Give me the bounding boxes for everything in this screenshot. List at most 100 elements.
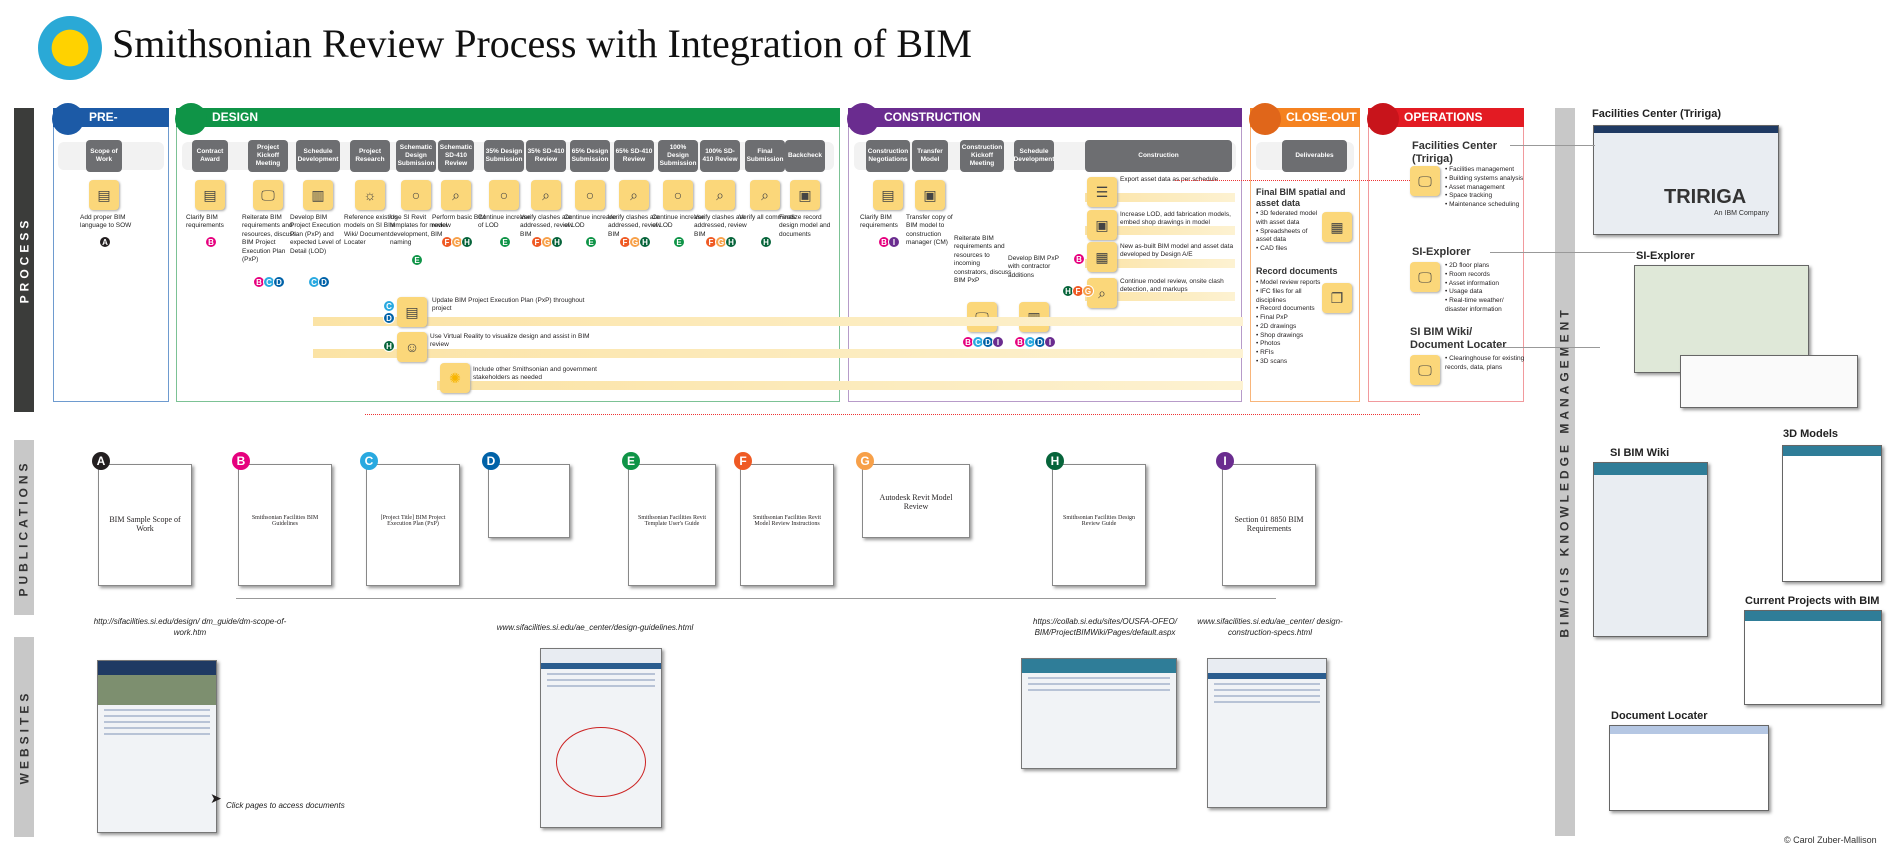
monitor-cursor-icon: 🖵	[253, 180, 283, 210]
monitor-sun-icon: 🖵	[1410, 355, 1440, 385]
step-19: Schedule Development	[1014, 140, 1054, 172]
magnifier-check-icon: ⌕	[531, 180, 561, 210]
copyright: © Carol Zuber-Mallison	[1784, 835, 1877, 845]
step-10: 65% Design Submission	[570, 140, 610, 172]
step-5: Project Research	[350, 140, 390, 172]
publication-d[interactable]	[488, 464, 570, 538]
clipboard-icon	[52, 103, 84, 135]
step-4-text: Develop BIM Project Execution Plan (PxP)…	[290, 214, 341, 255]
list-item: • Final PxP	[1256, 314, 1288, 322]
list-item: • CAD files	[1256, 245, 1288, 253]
publication-h[interactable]: Smithsonian Facilities Design Review Gui…	[1052, 464, 1146, 586]
step-14: Final Submission	[745, 140, 785, 172]
step-12: 100% Design Submission	[658, 140, 698, 172]
sow-certificate-icon: ▤	[195, 180, 225, 210]
list-item: • 3D federated model with asset data	[1256, 210, 1318, 226]
list-item: • Real-time weather/ disaster informatio…	[1445, 297, 1504, 313]
ops-wiki-list: • Clearinghouse for existing records, da…	[1445, 355, 1525, 373]
step-3-text: Reiterate BIM requirements and resources…	[242, 214, 296, 264]
step-9-text: Verify clashes are addressed, review BIM	[520, 214, 573, 238]
publication-title: Section 01 8850 BIM Requirements	[1234, 515, 1304, 533]
publication-badge-h: H	[461, 236, 473, 248]
publication-badge-e: E	[622, 452, 640, 470]
step-12-text: Continue increase of LOD	[652, 214, 705, 230]
publication-title: Autodesk Revit Model Review	[879, 493, 953, 511]
page-title: Smithsonian Review Process with Integrat…	[112, 21, 972, 66]
step-16: Construction Negotiations	[866, 140, 910, 172]
website-screenshot-guidelines[interactable]	[540, 648, 662, 828]
website-screenshot-wiki[interactable]	[1021, 658, 1177, 769]
cubes-icon: ▣	[1087, 210, 1117, 240]
publication-badge-i: I	[888, 236, 900, 248]
phase-design: DESIGN	[175, 103, 840, 402]
publication-a[interactable]: BIM Sample Scope of Work	[98, 464, 192, 586]
phase-operations: OPERATIONS	[1367, 103, 1524, 402]
list-item: • Asset information	[1445, 279, 1499, 287]
step-5-text: Reference existing models on SI BIM Wiki…	[344, 214, 398, 247]
smithsonian-sun-icon	[38, 16, 102, 80]
publication-badge-b: B	[205, 236, 217, 248]
list-item: • Shop drawings	[1256, 331, 1304, 339]
publication-badge-h: H	[551, 236, 563, 248]
ongoing-2-badges: H	[383, 340, 395, 352]
si-explorer-floorplan[interactable]	[1680, 355, 1858, 408]
list-item: • Model review reports	[1256, 279, 1321, 286]
website-url-h[interactable]: https://collab.si.edu/sites/OUSFA-OFEO/ …	[1033, 617, 1177, 638]
step-6-text: Use SI Revit templates for model develop…	[390, 214, 448, 247]
publication-badge-a: A	[99, 236, 111, 248]
gears-icon	[1367, 103, 1399, 135]
wiki-screenshot[interactable]	[1593, 462, 1708, 637]
step-10-badges: E	[585, 236, 597, 248]
tririga-screenshot[interactable]: TRIRIGA An IBM Company	[1593, 125, 1779, 235]
construction-task-3: New as-built BIM model and asset data de…	[1120, 243, 1234, 259]
sow-certificate-icon: ▤	[873, 180, 903, 210]
step-7-text: Perform basic BIM review	[432, 214, 486, 230]
publication-g[interactable]: Autodesk Revit Model Review	[862, 464, 970, 538]
publication-badge-e: E	[585, 236, 597, 248]
document-locater-screenshot[interactable]	[1609, 725, 1769, 811]
website-url-b[interactable]: www.sifacilities.si.edu/ae_center/design…	[496, 623, 694, 632]
step-4: Schedule Development	[296, 140, 340, 172]
sow-certificate-icon: ▤	[89, 180, 119, 210]
publication-b[interactable]: Smithsonian Facilities BIM Guidelines	[238, 464, 332, 586]
phase-construction: CONSTRUCTION	[847, 103, 1242, 402]
publication-e[interactable]: Smithsonian Facilities Revit Template Us…	[628, 464, 716, 586]
list-item: • 2D drawings	[1256, 322, 1297, 330]
publication-i[interactable]: Section 01 8850 BIM Requirements	[1222, 464, 1316, 586]
step-7: Schematic SD-410 Review	[438, 140, 474, 172]
step-21: Deliverables	[1282, 140, 1347, 172]
kb-3d-models-title: 3D Models	[1783, 428, 1839, 440]
publication-c[interactable]: [Project Title] BIM Project Execution Pl…	[366, 464, 460, 586]
kb-wiki-title: SI BIM Wiki	[1610, 447, 1670, 459]
step-9: 35% SD-410 Review	[526, 140, 566, 172]
website-url-a[interactable]: http://sifacilities.si.edu/design/ dm_gu…	[93, 617, 287, 638]
spreadsheet-cubes-icon: ▦	[1322, 212, 1352, 242]
step-19-text: Develop BIM PxP with contractor addition…	[1008, 255, 1059, 279]
magnifier-check-icon: ⌕	[750, 180, 780, 210]
3d-models-screenshot[interactable]	[1782, 445, 1882, 582]
website-screenshot-specs[interactable]	[1207, 658, 1327, 808]
publication-badge-h: H	[639, 236, 651, 248]
step-18: Construction Kickoff Meeting	[960, 140, 1004, 172]
step-1: Scope of Work	[86, 140, 122, 172]
publication-badge-b: B	[232, 452, 250, 470]
website-url-i[interactable]: www.sifacilities.si.edu/ae_center/ desig…	[1197, 617, 1343, 638]
list-item: • Maintenance scheduling	[1445, 201, 1520, 209]
current-projects-screenshot[interactable]	[1744, 610, 1882, 705]
step-2-badges: B	[205, 236, 217, 248]
list-item: • 3D scans	[1256, 357, 1288, 365]
pxp-clipboard-icon: ▤	[397, 297, 427, 327]
step-1-text: Add proper BIM language to SOW	[80, 214, 132, 230]
website-screenshot-scope[interactable]	[97, 660, 217, 833]
step-13: 100% SD-410 Review	[700, 140, 740, 172]
section-process: PROCESS	[14, 108, 34, 412]
publication-title: BIM Sample Scope of Work	[109, 515, 181, 533]
ongoing-2-text: Use Virtual Reality to visualize design …	[430, 333, 590, 349]
publication-f[interactable]: Smithsonian Facilities Revit Model Revie…	[740, 464, 834, 586]
step-2-text: Clarify BIM requirements	[186, 214, 224, 230]
